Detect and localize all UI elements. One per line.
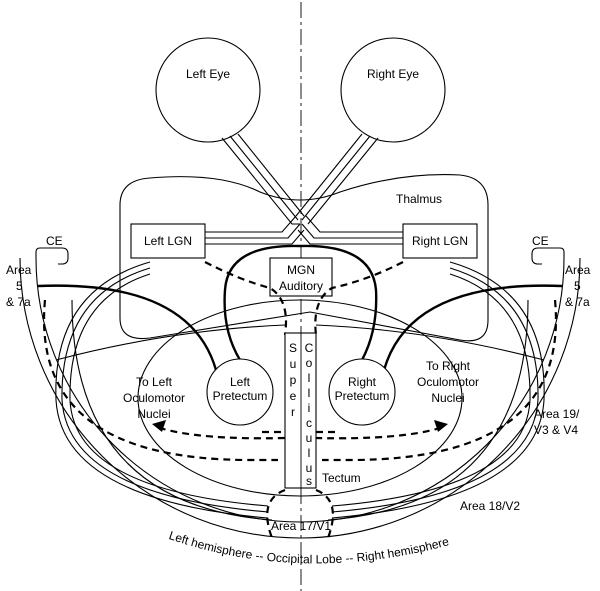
super-letters: S u p e r [289,341,297,419]
ce-left-label: CE [46,234,63,248]
left-pretectum-label-2: Pretectum [213,389,268,403]
super-letter: r [291,405,295,419]
left-cortex-dashed [42,299,278,462]
right-area5-path [382,284,563,371]
left-oculomotor-arrow [159,426,286,440]
left-optic-tract [205,215,305,245]
right-pretectum-label-1: Right [348,375,377,389]
colliculus-letter: l [308,446,311,460]
to-right-label-1: To Right [426,359,471,373]
area-left-label: Area [6,263,32,277]
area-5-right-label: 5 [574,279,581,293]
left-pretectum [206,358,274,426]
area-19-label-2: V3 & V4 [534,423,578,437]
superior-colliculus-box [284,332,317,489]
super-letter: p [290,373,297,387]
right-cortex-dashed [322,299,558,462]
right-pretectum [328,358,396,426]
ce-right-hook [531,247,565,265]
right-eye [340,37,446,143]
area-19-label-1: Area 19/ [534,407,580,421]
colliculus-letter: i [308,401,311,415]
area-17-label: Area 17/V1 [271,519,331,533]
right-retino-pretectal-path [299,244,378,361]
area-18-arc [35,257,565,523]
left-pretectum-label-1: Left [230,375,251,389]
area-7a-left-label: & 7a [6,295,31,309]
right-optic-radiation [331,261,545,519]
left-retino-pretectal-path [223,244,301,361]
occipital-caption-path: Left hemisphere -- Occipital Lobe -- Rig… [167,528,450,566]
to-right-label-2: Oculomotor [417,375,479,389]
left-eye-label: Left Eye [186,67,230,81]
ce-left-hook [35,247,69,265]
left-eye [155,37,261,143]
occipital-caption: Left hemisphere -- Occipital Lobe -- Rig… [167,528,450,566]
to-right-label-3: Nuclei [431,391,464,405]
tectum-label: Tectum [322,471,361,485]
super-letter: u [290,357,297,371]
right-lgn-box [402,223,478,259]
left-lgn-box [130,223,206,259]
super-letter: e [290,389,297,403]
left-optic-nerve [221,133,305,225]
colliculus-letters: C o l l i c u l u s [305,341,314,488]
right-pretectum-label-2: Pretectum [335,389,390,403]
tectum-cross-right [315,324,545,361]
colliculus-letter: u [306,461,313,475]
right-lgn-dashed [314,261,404,336]
colliculus-letter: s [306,474,312,488]
colliculus-letter: u [306,431,313,445]
mgn-label: MGN [287,263,315,277]
right-optic-nerve [295,133,379,225]
left-lgn-label: Left LGN [144,234,192,248]
thalamus-label: Thalmus [396,192,442,206]
ce-right-label: CE [532,234,549,248]
colliculus-letter: l [308,371,311,385]
mgn-box [269,257,333,297]
thalamus-outline [119,174,489,342]
tectum-outline [137,299,463,497]
right-optic-tract [297,215,403,245]
right-v1-dashed [315,488,334,539]
area-7a-right-label: & 7a [565,295,590,309]
colliculus-letter: o [306,356,313,370]
right-arrowhead [434,420,448,432]
to-left-label-2: Oculomotor [123,391,185,405]
area-5-left-label: 5 [16,279,23,293]
left-area5-path [37,284,218,371]
right-oculomotor-arrow [314,426,441,440]
right-eye-label: Right Eye [367,67,419,81]
super-letter: S [289,341,297,355]
area-right-label: Area [565,263,591,277]
left-optic-radiation [55,261,269,519]
colliculus-letter: C [305,341,314,355]
left-v1-dashed [266,488,286,539]
to-left-label-1: To Left [136,375,173,389]
left-arrowhead [152,420,166,432]
to-left-label-3: Nuclei [137,407,170,421]
colliculus-letter: l [308,386,311,400]
right-lgn-label: Right LGN [412,234,468,248]
area-18-label: Area 18/V2 [460,499,520,513]
colliculus-letter: c [306,416,312,430]
auditory-label: Auditory [279,279,323,293]
outer-cortex-arc [19,257,581,539]
tectum-cross-left [55,324,286,361]
